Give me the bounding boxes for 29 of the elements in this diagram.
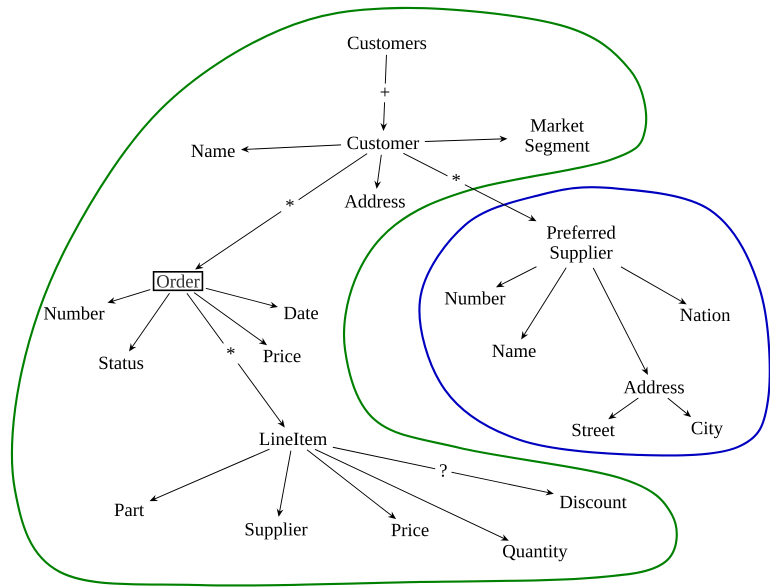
edge-label: * bbox=[448, 170, 465, 190]
region-outline bbox=[418, 186, 770, 457]
field-label: Price bbox=[263, 350, 301, 362]
field-label: Discount bbox=[560, 496, 627, 508]
field-label: Supplier bbox=[246, 522, 308, 540]
edge-label: + bbox=[376, 84, 394, 102]
field-label: Price bbox=[391, 524, 429, 536]
field-label: Preferred Supplier bbox=[546, 225, 616, 263]
edge-label: ? bbox=[435, 460, 452, 481]
field-label: Part bbox=[114, 504, 144, 516]
field-label: Customers bbox=[348, 36, 426, 50]
field-label: Status bbox=[100, 356, 144, 370]
field-label: Market Segment bbox=[526, 118, 590, 156]
field-label: Number bbox=[44, 306, 104, 320]
edge-label: * bbox=[222, 343, 240, 364]
edge-label: * bbox=[281, 196, 299, 216]
field-label: Number bbox=[444, 291, 506, 305]
field-label: Name bbox=[191, 144, 235, 158]
field-label: City bbox=[692, 422, 723, 438]
field-label: Date bbox=[284, 306, 318, 320]
field-label: Quantity bbox=[503, 544, 568, 562]
field-label: Address bbox=[624, 380, 684, 394]
field-label: Customer bbox=[347, 136, 420, 150]
field-label: Address bbox=[344, 194, 405, 208]
field-label: Street bbox=[572, 424, 615, 436]
field-label: LineItem bbox=[259, 432, 328, 446]
entity-box: Order bbox=[152, 271, 204, 292]
field-label: Name bbox=[492, 344, 536, 358]
field-label: Nation bbox=[680, 308, 730, 322]
